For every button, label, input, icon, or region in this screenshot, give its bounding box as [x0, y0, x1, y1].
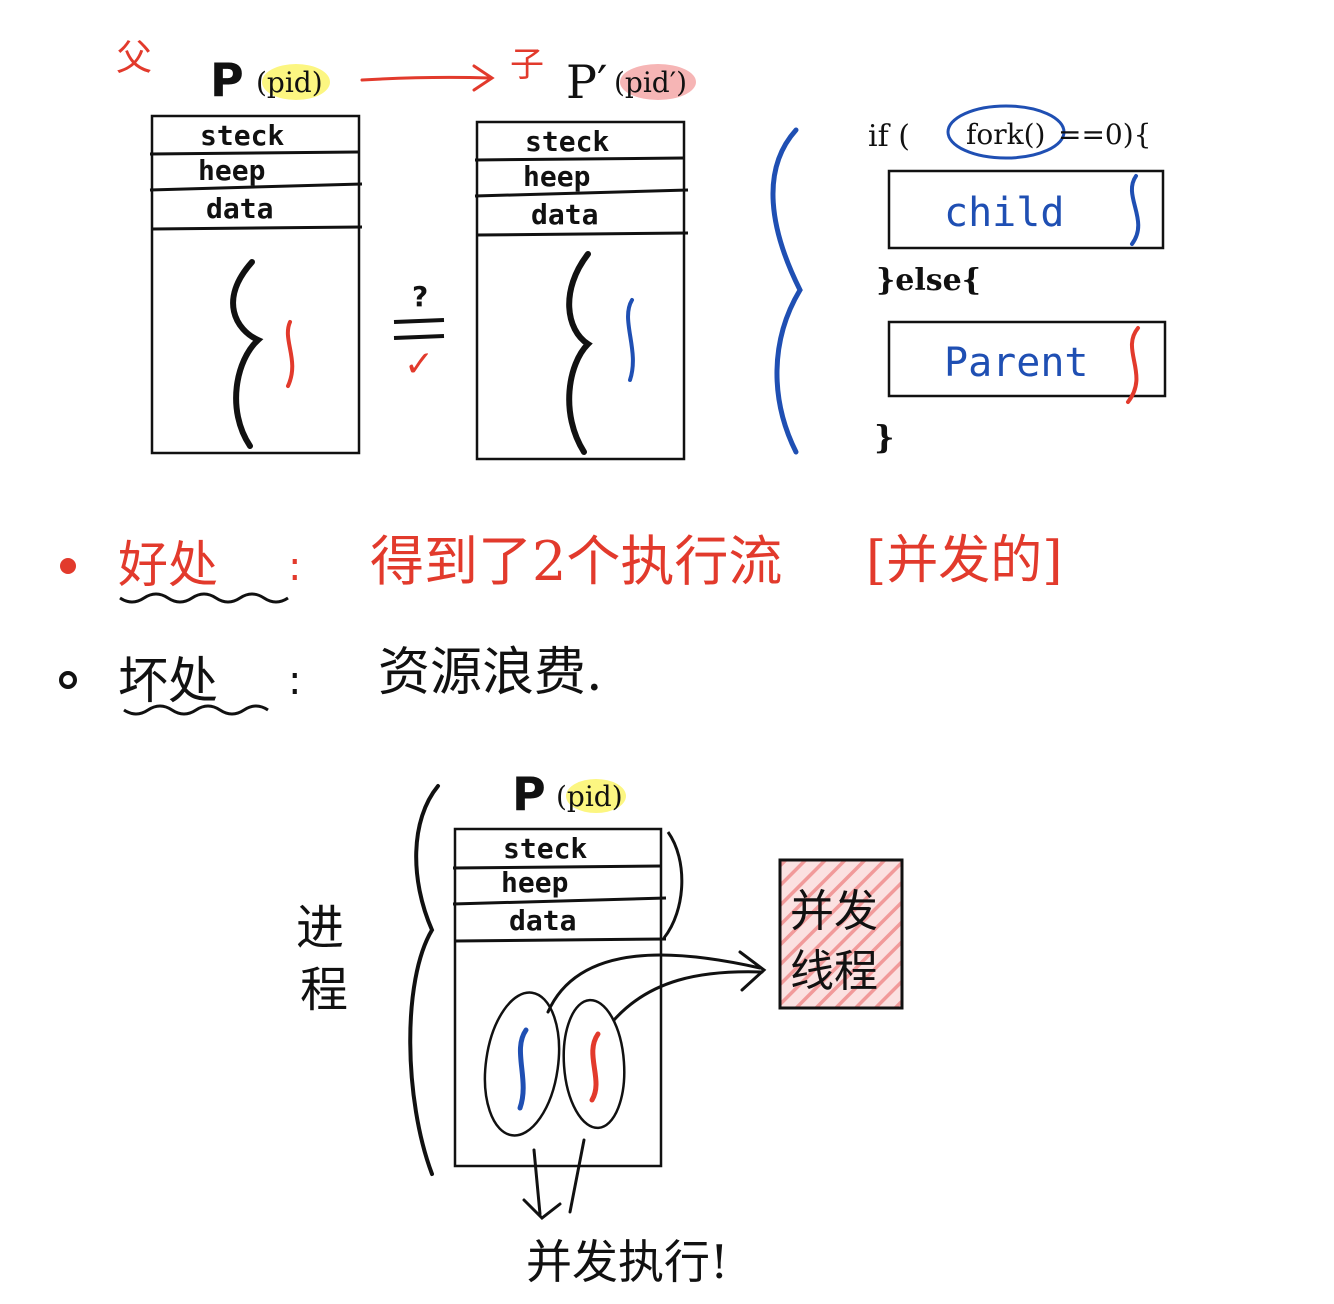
code-close-brace: }	[874, 418, 895, 456]
equality-check: ? ✓	[393, 280, 445, 385]
thread-box: 并发 线程	[778, 858, 904, 1010]
parent-branch-label: Parent	[944, 340, 1089, 386]
thread-box-line-1: 并发	[790, 886, 878, 937]
parent-flow-squiggle	[285, 320, 295, 388]
thread-2-ellipse	[562, 998, 626, 1130]
thread-1-squiggle	[517, 1027, 529, 1111]
pid-highlight	[566, 779, 626, 813]
thread-arrows	[546, 950, 767, 1022]
cons-text: 资源浪费.	[378, 643, 603, 703]
pros-note: 好处 : 得到了2个执行流 [并发的]	[60, 530, 1063, 604]
child-pid: (pid′)	[614, 66, 687, 99]
code-fork-call: fork()	[966, 118, 1045, 151]
segment-data: data	[531, 198, 598, 231]
top-header: 父 子 P (pid) P′ (pid′)	[116, 38, 696, 109]
pros-label: 好处	[118, 536, 218, 594]
fork-code-block: if ( fork() ==0){ child }else{ Parent }	[868, 104, 1167, 456]
fork-circle	[946, 104, 1066, 160]
thread-box-line-2: 线程	[790, 946, 878, 997]
segment-heap: heep	[198, 154, 265, 187]
parent-pid: (pid)	[256, 66, 323, 99]
parent-branch-box	[887, 320, 1167, 398]
pid-prime-highlight	[620, 64, 696, 100]
code-else: }else{	[876, 263, 981, 298]
question-mark: ?	[412, 280, 428, 313]
child-branch-squiggle	[1129, 174, 1141, 246]
execution-stream-brace	[230, 259, 264, 449]
child-process-name: P′	[566, 55, 607, 109]
segment-stack: steck	[525, 125, 609, 158]
pid-highlight	[262, 64, 330, 100]
child-mark: 子	[510, 45, 544, 85]
bottom-process-pid: (pid)	[556, 780, 623, 813]
bullet	[60, 558, 76, 574]
child-memory-box: steck heep data	[474, 120, 689, 461]
segment-data: data	[509, 904, 576, 937]
segment-heap: heep	[501, 866, 568, 899]
thread-1-ellipse	[483, 991, 561, 1137]
parent-process-name: P	[210, 53, 244, 107]
process-brace	[408, 784, 440, 1176]
parent-memory-box: steck heep data	[149, 114, 363, 455]
child-branch-box	[887, 169, 1165, 250]
bottom-process: P (pid) 进 程 steck heep data 并发执行!	[296, 767, 767, 1289]
pros-bracket-text: [并发的]	[866, 531, 1063, 591]
segment-stack: steck	[200, 119, 284, 152]
segment-data: data	[206, 192, 273, 225]
pros-colon: :	[288, 544, 301, 590]
child-flow-squiggle	[626, 298, 635, 382]
process-label-1: 进	[296, 900, 344, 956]
bottom-memory-box	[453, 827, 663, 1168]
cons-underline	[123, 704, 269, 716]
thread-2-squiggle	[589, 1031, 601, 1103]
pros-underline	[119, 592, 289, 604]
child-branch-label: child	[944, 190, 1064, 236]
concurrent-arrows	[522, 1138, 586, 1220]
cons-colon: :	[288, 658, 301, 704]
bottom-process-name: P	[512, 767, 546, 821]
parent-mark: 父	[116, 38, 152, 79]
process-label-2: 程	[300, 962, 348, 1018]
concurrent-exec-label: 并发执行!	[526, 1235, 729, 1289]
bullet	[59, 671, 77, 689]
cons-label: 坏处	[118, 652, 218, 710]
big-blue-brace	[770, 127, 803, 455]
segment-stack: steck	[503, 832, 587, 865]
fork-arrow	[360, 64, 495, 92]
code-if-rest: ==0){	[1058, 118, 1151, 151]
code-if: if (	[868, 119, 910, 154]
segment-heap: heep	[523, 160, 590, 193]
cons-note: 坏处 : 资源浪费.	[59, 643, 603, 716]
parent-branch-squiggle	[1126, 326, 1140, 404]
shared-segments-brace	[662, 831, 684, 939]
pros-text: 得到了2个执行流	[370, 530, 782, 593]
execution-stream-brace	[566, 251, 593, 455]
check-mark: ✓	[404, 344, 434, 385]
